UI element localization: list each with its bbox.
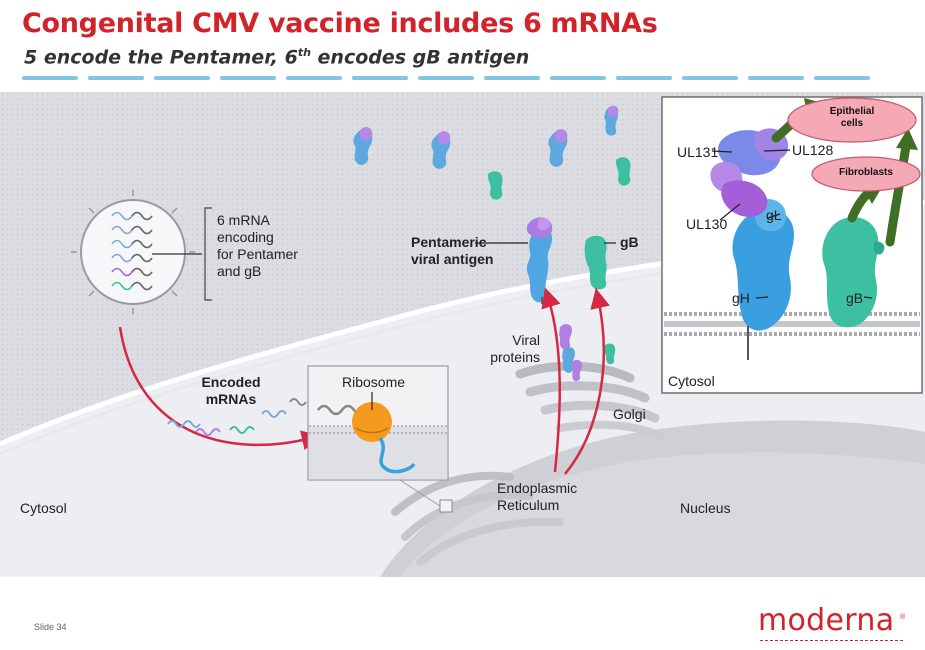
er-fold-3	[416, 517, 564, 566]
fibroblasts-label: Fibroblasts	[839, 167, 893, 178]
logo-registered-mark: ®	[900, 614, 906, 621]
floating-antigens	[353, 105, 631, 200]
lnp-spikes	[71, 190, 195, 314]
trafficking-arrow-1	[541, 287, 561, 473]
gb-inset-label: gB	[846, 290, 864, 306]
fibroblast-arrow-2	[885, 141, 911, 247]
inset-gb	[822, 216, 885, 328]
gl-label: gL	[766, 207, 782, 223]
released-mrna-strands	[167, 398, 307, 436]
subtitle-superscript: th	[297, 46, 311, 59]
slide-subtitle: 5 encode the Pentamer, 6th encodes gB an…	[24, 46, 529, 68]
golgi-stack-3	[540, 400, 660, 423]
ul130-label: UL130	[686, 216, 728, 232]
inset-cytosol-label: Cytosol	[668, 373, 715, 389]
epithelial-label: Epithelial cells	[829, 106, 875, 129]
subtitle-tail: encodes gB antigen	[310, 46, 530, 69]
viral-proteins-label: Viral proteins	[490, 332, 540, 365]
nucleus-label: Nucleus	[680, 500, 731, 516]
golgi-label: Golgi	[613, 406, 646, 422]
zoom-marker	[439, 499, 453, 513]
gb-label: gB	[620, 234, 639, 250]
gh-label: gH	[732, 290, 750, 306]
moderna-logo: moderna	[758, 603, 895, 638]
er-fold-2	[401, 491, 534, 541]
mrna-delivery-arrow	[118, 326, 322, 451]
logo-underline	[760, 640, 903, 641]
cytosol-label: Cytosol	[20, 500, 67, 516]
lipid-nanoparticle	[80, 199, 186, 305]
membrane-pentamer	[526, 217, 553, 304]
slide-number: Slide 34	[34, 622, 67, 632]
lnp-bracket	[204, 207, 212, 301]
inset-pentamer	[710, 128, 794, 360]
encoded-mrnas-label: Encoded mRNAs	[201, 374, 261, 407]
lnp-mrna-strands	[111, 211, 153, 291]
ribosome-label: Ribosome	[342, 374, 406, 390]
vesicle-proteins	[559, 324, 616, 382]
golgi-stack-2	[525, 381, 650, 403]
nucleus-inner	[400, 452, 925, 577]
inset-connector	[399, 479, 441, 507]
er-label: Endoplasmic Reticulum	[497, 480, 578, 513]
lnp-label: 6 mRNA encoding for Pentamer and gB	[217, 212, 298, 279]
pentameric-label: Pentameric viral antigen	[411, 234, 494, 267]
inset-pointers	[711, 149, 873, 299]
cell-illustration	[0, 92, 925, 577]
nascent-peptide	[378, 436, 416, 474]
epithelial-bubble	[787, 97, 917, 143]
ribosome	[352, 402, 392, 442]
cell-diagram: 6 mRNA encoding for Pentamer and gB Pent…	[0, 92, 925, 577]
fibroblast-arrowhead-2	[896, 128, 918, 150]
slide-title: Congenital CMV vaccine includes 6 mRNAs	[22, 8, 658, 39]
subtitle-main: 5 encode the Pentamer, 6	[24, 46, 298, 69]
er-fold-1	[391, 471, 514, 516]
fibroblast-bubble	[811, 156, 921, 192]
trafficking-arrow-2	[564, 288, 610, 475]
ul131-label: UL131	[677, 144, 719, 160]
title-divider	[22, 76, 902, 81]
golgi-stack-4	[556, 420, 664, 440]
inset-membrane	[664, 312, 920, 336]
ul128-label: UL128	[792, 142, 834, 158]
